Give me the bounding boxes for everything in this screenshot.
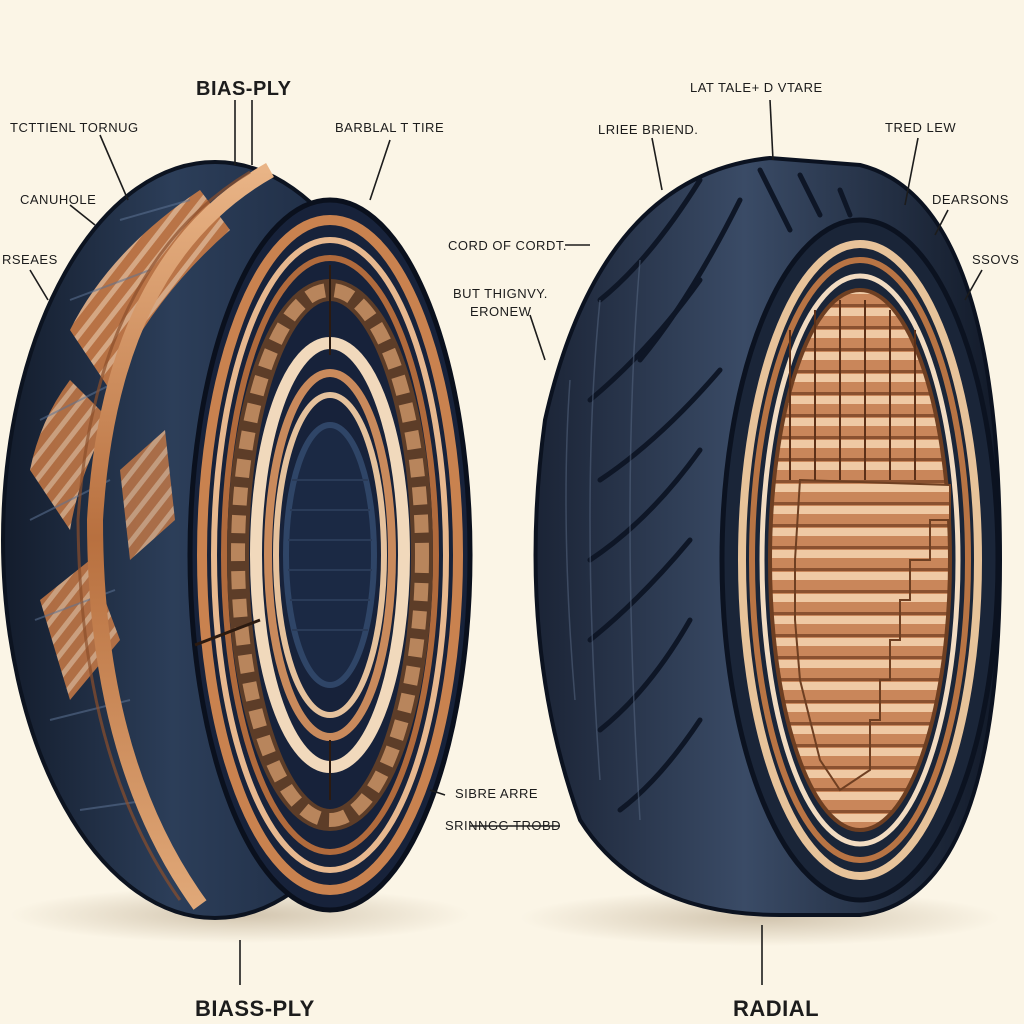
bias-hub-hole — [283, 422, 377, 688]
radial-ring-2 — [749, 257, 971, 863]
label-lriee-briend: LRIEE BRIEND. — [598, 122, 699, 137]
label-canuhole: CANUHOLE — [20, 192, 97, 207]
label-cord-of-cordt: CORD OF CORDT. — [448, 238, 567, 253]
radial-tire — [533, 155, 1003, 917]
leader-lines — [29, 99, 983, 985]
label-dearsons: DEARSONS — [932, 192, 1009, 207]
bias-copper-strand-outer — [86, 163, 274, 910]
radial-ring-3 — [759, 273, 961, 847]
bias-ring-1 — [197, 215, 463, 895]
radial-bottom-title: RADIAL — [733, 996, 820, 1021]
label-barblal-tire: BARBLAL T TIRE — [335, 120, 445, 135]
label-tred-lew: TRED LEW — [885, 120, 957, 135]
bias-bead-ornament — [231, 283, 429, 827]
radial-cord-lines — [789, 300, 916, 480]
label-lat-tale-vtare: LAT TALE+ D VTARE — [690, 80, 823, 95]
bias-ring-3 — [221, 255, 439, 855]
bias-ply-layer-mid — [30, 380, 110, 530]
bias-inner-ring-3 — [273, 392, 387, 718]
bias-ply-layer-inner — [120, 430, 175, 560]
bias-ply-bottom-title: BIASS-PLY — [195, 996, 315, 1021]
bias-section-cut — [194, 618, 261, 647]
label-ssovs: SSOVS — [972, 252, 1020, 267]
bias-ply-title: BIAS-PLY — [196, 78, 292, 100]
radial-tread-grooves — [587, 167, 853, 813]
radial-tread-texture — [565, 259, 641, 821]
bias-inner-ring-2 — [264, 369, 396, 741]
bias-ring-2 — [211, 237, 449, 873]
bias-hub-ribs — [288, 479, 372, 631]
label-srinngg-trobd: SRINNGG TROBD — [445, 818, 562, 833]
label-eronew: ERONEW — [470, 304, 532, 319]
label-rseaes: RSEAES — [2, 252, 58, 267]
radial-cord-layers — [794, 478, 951, 792]
radial-ring-1 — [738, 240, 982, 880]
label-tcttienl-tornug: TCTTIENL TORNUG — [10, 120, 139, 135]
label-but-thignvy: BUT THIGNVY. — [453, 286, 548, 301]
bias-ply-tire — [1, 160, 473, 920]
bias-copper-strand-edge — [76, 170, 251, 901]
label-sibre-arre: SIBRE ARRE — [455, 786, 539, 801]
